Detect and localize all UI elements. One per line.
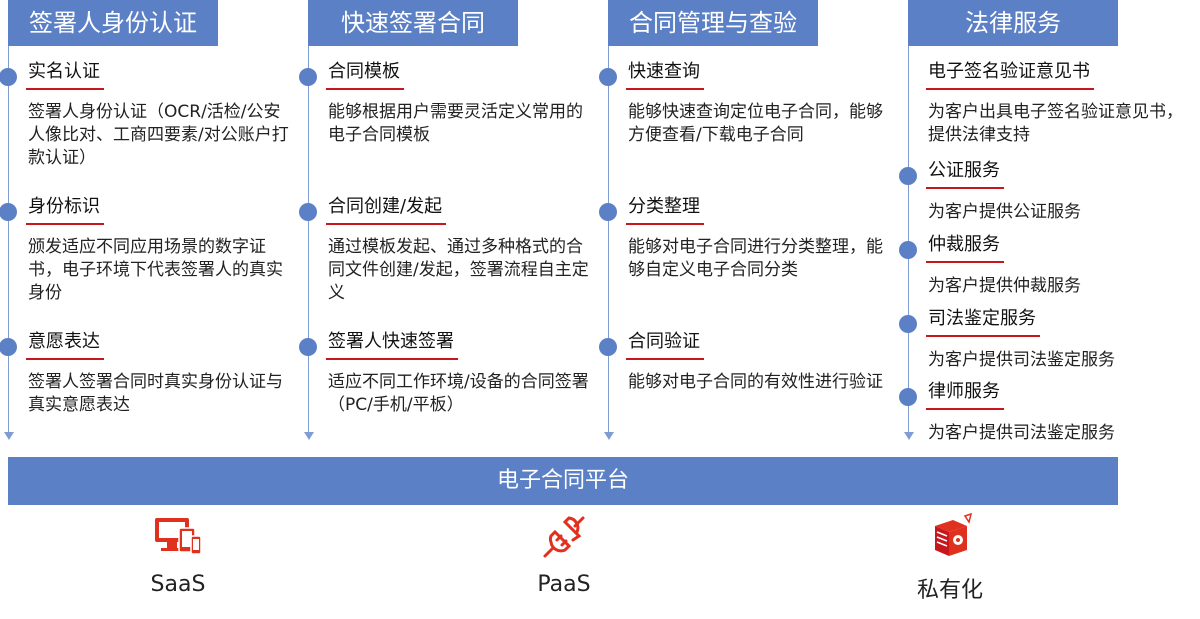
plug-icon bbox=[539, 512, 589, 562]
column-header: 合同管理与查验 bbox=[608, 0, 818, 46]
item-title: 律师服务 bbox=[926, 380, 1004, 410]
item-title: 签署人快速签署 bbox=[326, 330, 458, 360]
timeline-dot bbox=[899, 388, 917, 406]
item-description: 为客户提供公证服务 bbox=[928, 202, 1081, 222]
item-description: 为客户出具电子签名验证意见书，提供法律支持 bbox=[928, 102, 1183, 145]
timeline-dot bbox=[599, 338, 617, 356]
server-box-icon bbox=[925, 512, 975, 562]
column-contract-management: 合同管理与查验 快速查询 能够快速查询定位电子合同，能够方便查看/下载电子合同 … bbox=[599, 0, 908, 450]
item-description: 签署人签署合同时真实身份认证与真实意愿表达 bbox=[28, 372, 283, 415]
timeline-dot bbox=[299, 338, 317, 356]
column-header: 法律服务 bbox=[908, 0, 1118, 46]
deployment-saas: SaaS bbox=[108, 512, 248, 612]
item-title: 仲裁服务 bbox=[926, 233, 1004, 263]
item-description: 为客户提供司法鉴定服务 bbox=[928, 350, 1115, 370]
item-title: 司法鉴定服务 bbox=[926, 307, 1040, 337]
item-description: 签署人身份认证（OCR/活检/公安人像比对、工商四要素/对公账户打款认证） bbox=[28, 102, 289, 168]
item-description: 通过模板发起、通过多种格式的合同文件创建/发起，签署流程自主定义 bbox=[328, 237, 589, 303]
item-title: 合同模板 bbox=[326, 60, 404, 90]
column-quick-sign: 快速签署合同 合同模板 能够根据用户需要灵活定义常用的电子合同模板 合同创建/发… bbox=[299, 0, 608, 450]
item-description: 能够快速查询定位电子合同，能够方便查看/下载电子合同 bbox=[628, 102, 883, 145]
item-description: 能够对电子合同的有效性进行验证 bbox=[628, 372, 883, 392]
timeline-dot bbox=[0, 68, 17, 86]
deployment-private: 私有化 bbox=[880, 512, 1020, 612]
item-description: 为客户提供司法鉴定服务 bbox=[928, 423, 1115, 443]
timeline-dot bbox=[599, 68, 617, 86]
deployment-label: SaaS bbox=[150, 572, 206, 597]
deployment-paas: PaaS bbox=[494, 512, 634, 612]
timeline-arrow bbox=[304, 432, 314, 440]
item-title: 分类整理 bbox=[626, 195, 704, 225]
column-identity-auth: 签署人身份认证 实名认证 签署人身份认证（OCR/活检/公安人像比对、工商四要素… bbox=[0, 0, 308, 450]
column-header: 快速签署合同 bbox=[308, 0, 518, 46]
timeline-dot bbox=[899, 241, 917, 259]
deployment-label: PaaS bbox=[537, 572, 591, 597]
item-description: 能够对电子合同进行分类整理，能够自定义电子合同分类 bbox=[628, 237, 883, 280]
timeline-line bbox=[4, 46, 14, 440]
timeline-dot bbox=[599, 203, 617, 221]
timeline-arrow bbox=[604, 432, 614, 440]
timeline-dot bbox=[299, 203, 317, 221]
column-legal-services: 法律服务 电子签名验证意见书 为客户出具电子签名验证意见书，提供法律支持 公证服… bbox=[899, 0, 1200, 450]
timeline-dot bbox=[899, 167, 917, 185]
devices-icon bbox=[153, 512, 203, 562]
timeline-dot bbox=[0, 203, 17, 221]
timeline-line bbox=[604, 46, 614, 440]
column-header: 签署人身份认证 bbox=[8, 0, 218, 46]
item-description: 适应不同工作环境/设备的合同签署（PC/手机/平板） bbox=[328, 372, 589, 415]
item-description: 颁发适应不同应用场景的数字证书，电子环境下代表签署人的真实身份 bbox=[28, 237, 283, 303]
timeline-dot bbox=[0, 338, 17, 356]
item-description: 能够根据用户需要灵活定义常用的电子合同模板 bbox=[328, 102, 583, 145]
platform-bar: 电子合同平台 bbox=[8, 457, 1118, 505]
item-title: 公证服务 bbox=[926, 159, 1004, 189]
item-title: 电子签名验证意见书 bbox=[926, 60, 1094, 90]
item-title: 意愿表达 bbox=[26, 330, 104, 360]
timeline-dot bbox=[299, 68, 317, 86]
item-title: 实名认证 bbox=[26, 60, 104, 90]
item-title: 身份标识 bbox=[26, 195, 104, 225]
timeline-arrow bbox=[4, 432, 14, 440]
timeline-arrow bbox=[904, 432, 914, 440]
item-title: 合同验证 bbox=[626, 330, 704, 360]
deployment-label: 私有化 bbox=[916, 578, 983, 603]
timeline-dot bbox=[899, 315, 917, 333]
timeline-line bbox=[304, 46, 314, 440]
item-title: 快速查询 bbox=[626, 60, 704, 90]
item-title: 合同创建/发起 bbox=[326, 195, 447, 225]
item-description: 为客户提供仲裁服务 bbox=[928, 276, 1081, 296]
